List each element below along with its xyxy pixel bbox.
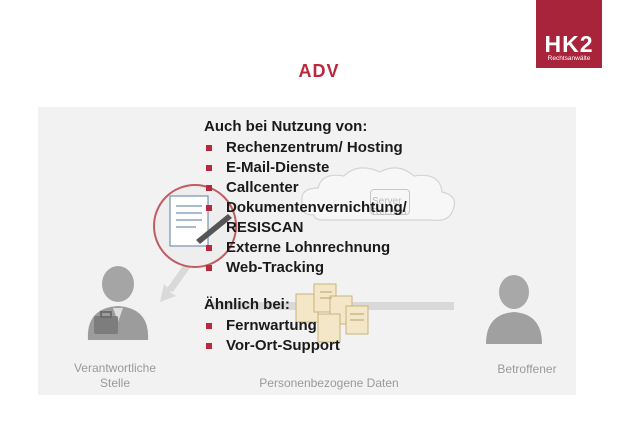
- list-item: Web-Tracking: [204, 258, 464, 278]
- list-item: Rechenzentrum/ Hosting: [204, 138, 464, 158]
- list-item: Fernwartung: [204, 316, 464, 336]
- heading-nutzung: Auch bei Nutzung von:: [204, 118, 368, 135]
- list-item: Dokumentenvernichtung/ RESISCAN: [204, 198, 464, 238]
- server-box: [370, 189, 410, 215]
- arrow-diagonal: [160, 268, 186, 302]
- person-icon: [486, 275, 542, 344]
- logo: HK2 Rechtsanwälte: [536, 0, 602, 68]
- list-item: Callcenter: [204, 178, 464, 198]
- logo-main: HK2: [544, 31, 594, 57]
- list-item: E-Mail-Dienste: [204, 158, 464, 178]
- slide-title: ADV: [298, 61, 340, 81]
- person-businessman-icon: [87, 266, 149, 340]
- server-label: Server Rechen: [372, 196, 407, 218]
- label-personenbezogene-daten: Personenbezogene Daten: [259, 376, 399, 390]
- documents-stack-icon: [295, 283, 369, 343]
- list-item: Externe Lohnrechnung: [204, 238, 464, 258]
- heading-aehnlich: Ähnlich bei:: [204, 296, 290, 313]
- label-verantwortliche-stelle: Verantwortliche Stelle: [73, 361, 157, 390]
- diagram-background: [38, 107, 576, 395]
- pen-icon: [196, 214, 232, 244]
- content-text: Auch bei Nutzung von: Rechenzentrum/ Hos…: [204, 117, 464, 356]
- list-item: Vor-Ort-Support: [204, 336, 464, 356]
- label-betroffener: Betroffener: [497, 362, 557, 376]
- logo-sub: Rechtsanwälte: [547, 55, 591, 62]
- spacer: [204, 278, 464, 295]
